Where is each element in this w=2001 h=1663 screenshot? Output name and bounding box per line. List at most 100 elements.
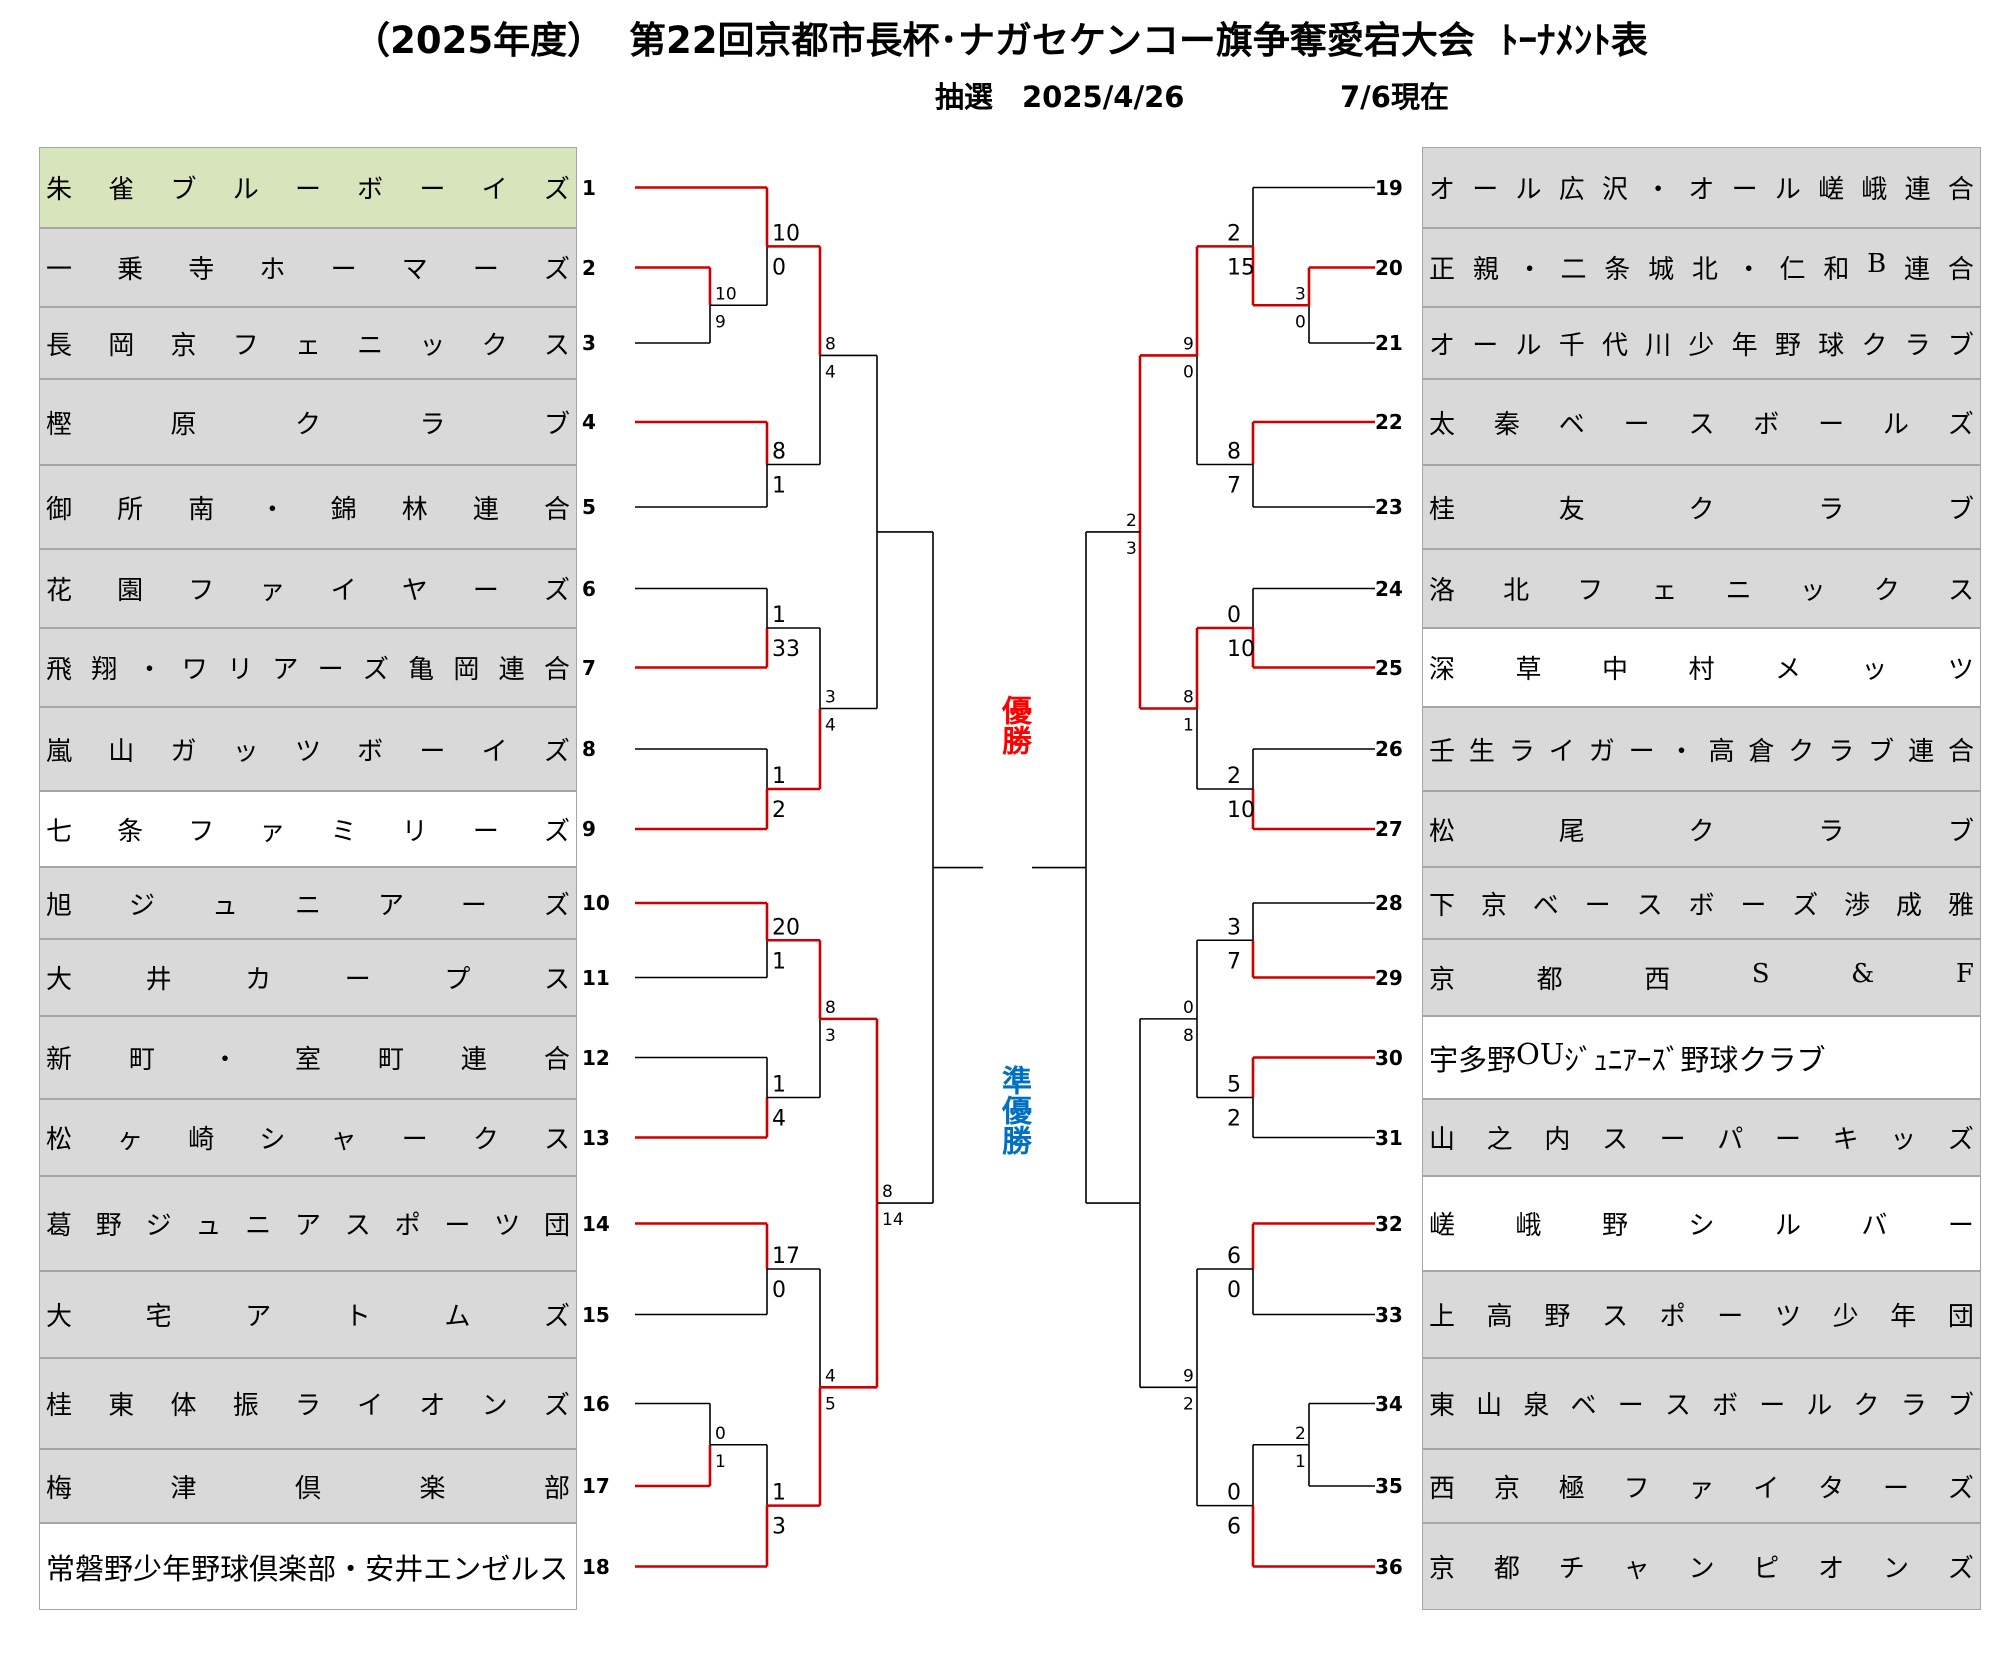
team-number: 22 bbox=[1375, 410, 1403, 434]
score-label: 8 bbox=[772, 440, 786, 465]
score-label: 8 bbox=[1183, 1026, 1194, 1046]
score-label: 6 bbox=[1227, 1244, 1241, 1269]
score-label: 0 bbox=[1295, 312, 1306, 332]
team-name: 洛北フェニックス bbox=[1429, 576, 1974, 606]
score-label: 2 bbox=[1126, 511, 1137, 531]
team-name: オール広沢・オール嵯峨連合 bbox=[1429, 175, 1974, 205]
team-row: 一乗寺ホーマーズ bbox=[39, 228, 577, 307]
team-number: 35 bbox=[1375, 1474, 1403, 1498]
page-title: （2025年度） 第22回京都市長杯･ナガセケンコー旗争奪愛宕大会 ﾄｰﾅﾒﾝﾄ… bbox=[0, 10, 2001, 64]
team-name: 太秦ベースボールズ bbox=[1429, 409, 1974, 440]
score-label: 1 bbox=[715, 1452, 726, 1472]
team-row: 西京極ファイターズ bbox=[1422, 1449, 1981, 1523]
team-number: 21 bbox=[1375, 331, 1403, 355]
score-label: 4 bbox=[772, 1107, 786, 1132]
score-label: 20 bbox=[772, 915, 800, 940]
team-name: 御所南・錦林連合 bbox=[46, 494, 570, 525]
team-number: 27 bbox=[1375, 817, 1403, 841]
team-number: 29 bbox=[1375, 965, 1403, 990]
score-label: 5 bbox=[1227, 1073, 1241, 1098]
team-number: 4 bbox=[582, 410, 596, 434]
team-row: 山之内スーパーキッズ bbox=[1422, 1099, 1981, 1176]
team-number: 8 bbox=[582, 737, 596, 761]
score-label: 10 bbox=[772, 221, 800, 246]
team-name: 下京ベースボーズ渉成雅 bbox=[1429, 890, 1974, 921]
team-number: 5 bbox=[582, 495, 596, 519]
team-row: オール千代川少年野球クラブ bbox=[1422, 307, 1981, 379]
score-label: 1 bbox=[1295, 1452, 1306, 1472]
team-number: 34 bbox=[1375, 1391, 1403, 1416]
team-row: 宇多野OUｼﾞｭﾆｱｰｽﾞ野球クラブ bbox=[1422, 1016, 1981, 1099]
team-row: 嵯峨野シルバー bbox=[1422, 1176, 1981, 1271]
team-name: 桂東体振ライオンズ bbox=[46, 1391, 570, 1421]
team-number: 16 bbox=[582, 1391, 610, 1416]
score-label: 17 bbox=[772, 1244, 800, 1269]
score-label: 8 bbox=[882, 1182, 893, 1202]
champion-text: 優勝 bbox=[996, 695, 1031, 755]
team-row: 東山泉ベースボールクラブ bbox=[1422, 1358, 1981, 1449]
team-name: 花園ファイヤーズ bbox=[46, 576, 570, 606]
as-of-date: 7/6現在 bbox=[1340, 80, 1449, 114]
score-label: 3 bbox=[772, 1515, 786, 1540]
team-row: 朱雀ブルーボーイズ bbox=[39, 147, 577, 228]
score-label: 8 bbox=[1227, 440, 1241, 465]
team-name: 葛野ジュニアスポーツ団 bbox=[46, 1211, 570, 1241]
team-number: 6 bbox=[582, 576, 596, 601]
team-row: 壬生ライガー・高倉クラブ連合 bbox=[1422, 707, 1981, 791]
team-number: 31 bbox=[1375, 1125, 1403, 1150]
score-label: 6 bbox=[1227, 1515, 1241, 1540]
team-name: 長岡京フェニックス bbox=[46, 330, 570, 361]
runner-up-label: 準優勝 bbox=[993, 1065, 1033, 1155]
score-label: 15 bbox=[1227, 255, 1255, 280]
team-number: 7 bbox=[582, 655, 596, 680]
team-name: 壬生ライガー・高倉クラブ連合 bbox=[1429, 736, 1974, 767]
score-label: 2 bbox=[1227, 764, 1241, 789]
team-row: 花園ファイヤーズ bbox=[39, 549, 577, 628]
team-row: 御所南・錦林連合 bbox=[39, 465, 577, 549]
team-row: 七条ファミリーズ bbox=[39, 791, 577, 867]
team-number: 24 bbox=[1375, 576, 1403, 601]
team-row: 洛北フェニックス bbox=[1422, 549, 1981, 628]
team-number: 19 bbox=[1375, 175, 1403, 200]
team-row: 葛野ジュニアスポーツ団 bbox=[39, 1176, 577, 1271]
team-row: 飛翔・ワリアーズ亀岡連合 bbox=[39, 628, 577, 707]
team-name: 嵯峨野シルバー bbox=[1429, 1211, 1974, 1241]
team-number: 32 bbox=[1375, 1211, 1403, 1236]
team-row: 長岡京フェニックス bbox=[39, 307, 577, 379]
score-label: 1 bbox=[772, 1481, 786, 1506]
score-label: 3 bbox=[825, 688, 836, 708]
team-row: 大宅アトムズ bbox=[39, 1271, 577, 1358]
team-name: オール千代川少年野球クラブ bbox=[1429, 330, 1974, 361]
team-row: 新町・室町連合 bbox=[39, 1016, 577, 1099]
team-name: 京都チャンピオンズ bbox=[1429, 1554, 1974, 1584]
team-name: 飛翔・ワリアーズ亀岡連合 bbox=[46, 655, 570, 685]
team-name: 上高野スポーツ少年団 bbox=[1429, 1302, 1974, 1332]
draw-date: 抽選 2025/4/26 bbox=[935, 80, 1185, 114]
team-number: 9 bbox=[582, 817, 596, 841]
team-number: 17 bbox=[582, 1474, 610, 1498]
team-row: 京都チャンピオンズ bbox=[1422, 1523, 1981, 1610]
team-row: 松ヶ崎シャークス bbox=[39, 1099, 577, 1176]
score-label: 10 bbox=[1227, 798, 1255, 823]
team-name: 宇多野OUｼﾞｭﾆｱｰｽﾞ野球クラブ bbox=[1429, 1036, 1826, 1077]
score-label: 1 bbox=[772, 1073, 786, 1098]
team-number: 23 bbox=[1375, 495, 1403, 519]
team-name: 旭ジュニアーズ bbox=[46, 890, 570, 921]
team-number: 36 bbox=[1375, 1554, 1403, 1579]
team-name: 嵐山ガッツボーイズ bbox=[46, 736, 570, 767]
score-label: 4 bbox=[825, 716, 836, 736]
score-label: 9 bbox=[1183, 1366, 1194, 1386]
team-name: 七条ファミリーズ bbox=[46, 816, 570, 847]
score-label: 1 bbox=[1183, 716, 1194, 736]
score-label: 3 bbox=[1126, 539, 1137, 559]
score-label: 3 bbox=[1227, 915, 1241, 940]
team-row: 太秦ベースボールズ bbox=[1422, 379, 1981, 465]
score-label: 2 bbox=[1227, 221, 1241, 246]
team-row: 下京ベースボーズ渉成雅 bbox=[1422, 867, 1981, 939]
team-row: 嵐山ガッツボーイズ bbox=[39, 707, 577, 791]
team-row: 桂友クラブ bbox=[1422, 465, 1981, 549]
